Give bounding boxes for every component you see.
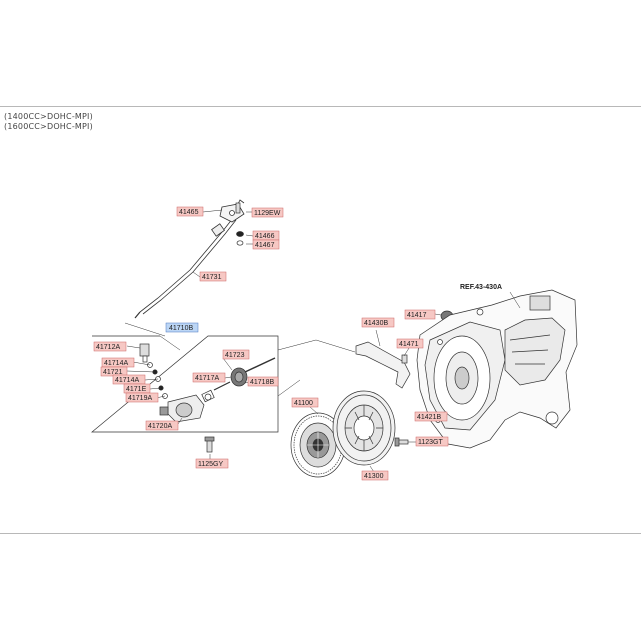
label-41714a-upper[interactable]: 41714A [101,357,135,368]
transaxle-housing-drawing [416,289,578,449]
svg-text:41421B: 41421B [417,414,441,421]
svg-text:41719A: 41719A [128,395,152,402]
engine-variant-1400: (1400CC>DOHC-MPI) [4,112,93,121]
bolt-1129ew-drawing [235,202,244,246]
label-41417[interactable]: 41417 [404,309,436,320]
label-41720a[interactable]: 41720A [145,420,179,431]
svg-text:1129EW: 1129EW [254,210,281,217]
svg-text:41100: 41100 [294,400,313,407]
svg-text:41714A: 41714A [115,377,139,384]
svg-text:41731: 41731 [202,274,222,281]
label-41712a[interactable]: 41712A [93,341,127,352]
label-1129ew[interactable]: 1129EW [251,207,284,218]
svg-text:41718B: 41718B [250,379,274,386]
svg-text:41717A: 41717A [195,375,219,382]
svg-text:REF.43-430A: REF.43-430A [460,284,502,291]
svg-text:41720A: 41720A [148,423,172,430]
label-41714a-lower[interactable]: 41714A [112,374,146,385]
svg-text:41417: 41417 [407,312,427,319]
label-41466[interactable]: 41466 [252,230,280,241]
label-41723[interactable]: 41723 [222,349,250,360]
label-41100[interactable]: 41100 [291,397,319,408]
label-41717a[interactable]: 41717A [192,372,226,383]
reference-label[interactable]: REF.43-430A [460,284,502,291]
svg-text:41467: 41467 [255,242,275,249]
master-cylinder-drawing [126,343,276,460]
svg-text:41710B: 41710B [169,325,193,332]
clutch-cover-drawing [332,390,396,473]
bottom-divider [0,533,641,534]
label-41731[interactable]: 41731 [199,271,227,282]
label-41718b[interactable]: 41718B [247,376,279,387]
svg-text:41465: 41465 [179,209,199,216]
label-41471[interactable]: 41471 [396,338,424,349]
label-1123gt[interactable]: 1123GT [415,436,449,447]
label-4171e[interactable]: 4171E [123,383,151,394]
svg-text:1125GY: 1125GY [198,461,223,468]
svg-text:41300: 41300 [364,473,384,480]
label-41719a[interactable]: 41719A [125,392,159,403]
label-41300[interactable]: 41300 [361,470,389,481]
label-41710b[interactable]: 41710B [165,322,199,333]
svg-text:4171E: 4171E [126,386,147,393]
top-divider [0,106,641,107]
label-41465[interactable]: 41465 [176,206,204,217]
label-41430b[interactable]: 41430B [361,317,395,328]
svg-text:41471: 41471 [399,341,419,348]
label-1125gy[interactable]: 1125GY [195,458,229,469]
label-41467[interactable]: 41467 [252,239,280,250]
label-41421b[interactable]: 41421B [414,411,448,422]
svg-text:41466: 41466 [255,233,275,240]
svg-text:41714A: 41714A [104,360,128,367]
svg-text:41721: 41721 [103,369,123,376]
svg-text:41712A: 41712A [96,344,120,351]
svg-text:1123GT: 1123GT [418,439,443,446]
clutch-disc-drawing [290,406,346,478]
engine-variant-1600: (1600CC>DOHC-MPI) [4,122,93,131]
svg-text:41723: 41723 [225,352,245,359]
svg-text:41430B: 41430B [364,320,388,327]
clutch-hose-drawing [134,199,254,319]
label-41721[interactable]: 41721 [100,366,128,377]
